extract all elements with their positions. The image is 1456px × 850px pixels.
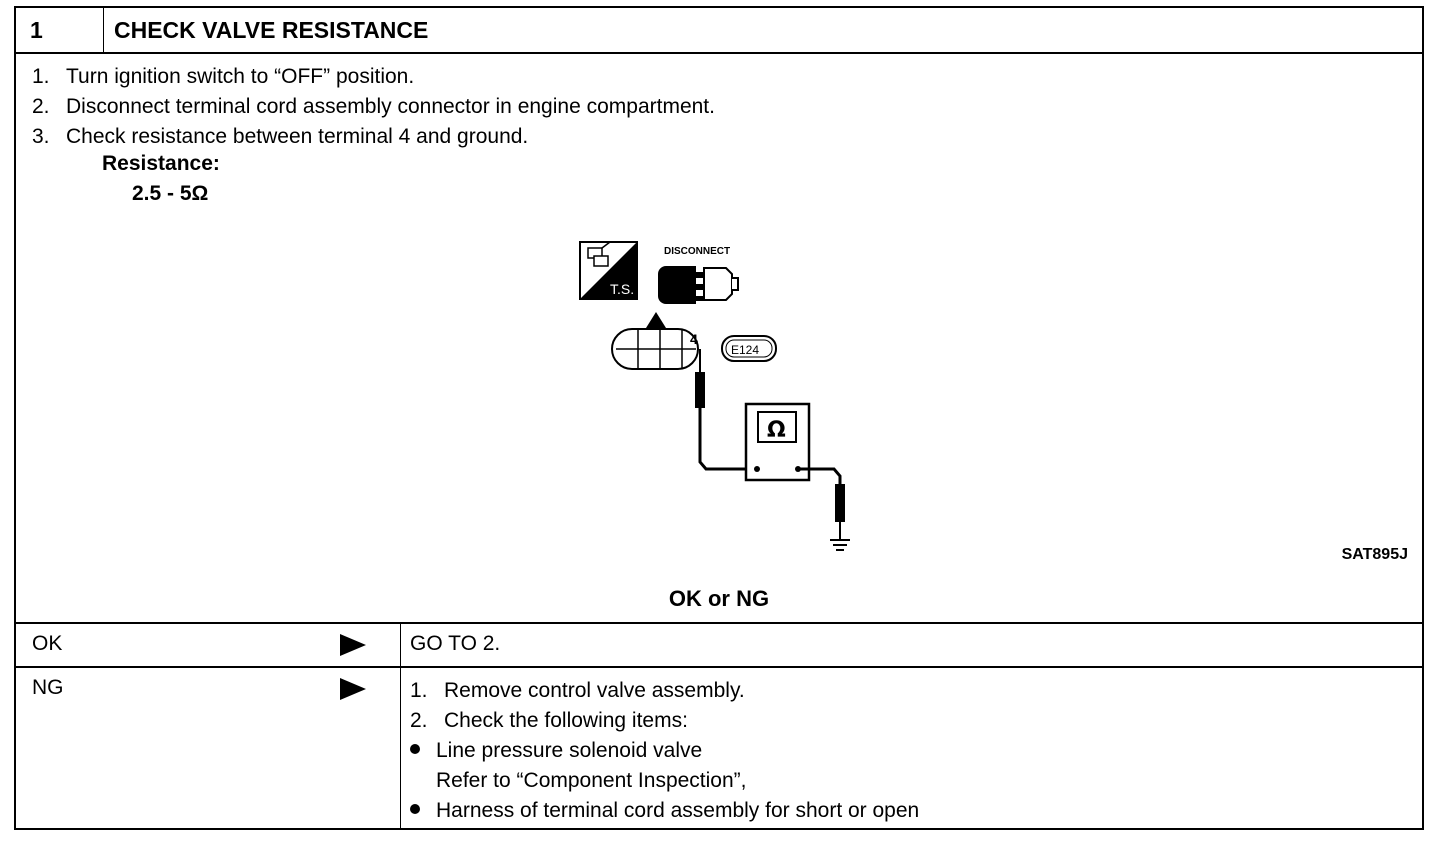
probe-lead-ground xyxy=(798,467,845,540)
row-divider xyxy=(16,666,1422,668)
bullet-icon xyxy=(410,804,420,815)
connector-pointer-icon xyxy=(646,312,666,328)
ng-action-step: 2.Check the following items: xyxy=(410,709,688,732)
resistance-spec-label: Resistance: xyxy=(102,152,220,175)
arrow-right-icon xyxy=(340,678,366,700)
svg-text:Ω: Ω xyxy=(767,418,786,443)
resistance-check-diagram: T.S. DISCONNECT 4 E124 xyxy=(579,241,850,551)
ng-actions: 1.Remove control valve assembly. 2.Check… xyxy=(410,676,919,826)
check-item-note: Refer to “Component Inspection”, xyxy=(436,769,747,792)
svg-text:E124: E124 xyxy=(731,343,759,357)
column-divider xyxy=(400,622,401,830)
ts-icon: T.S. xyxy=(579,241,638,300)
check-item: Line pressure solenoid valve xyxy=(410,736,919,766)
ohmmeter-icon: Ω xyxy=(744,402,811,482)
svg-text:4: 4 xyxy=(690,331,698,347)
procedure-step: 1.Turn ignition switch to “OFF” position… xyxy=(32,65,415,88)
check-item: Harness of terminal cord assembly for sh… xyxy=(410,796,919,826)
ng-action-step: 1.Remove control valve assembly. xyxy=(410,679,745,702)
bullet-icon xyxy=(410,744,420,755)
probe-lead-positive xyxy=(695,349,756,471)
result-label-ng: NG xyxy=(32,676,64,699)
procedure-step: 2.Disconnect terminal cord assembly conn… xyxy=(32,95,715,118)
disconnect-connector-icon xyxy=(658,266,739,304)
procedure-step: 3.Check resistance between terminal 4 an… xyxy=(32,125,529,148)
ok-action: GO TO 2. xyxy=(410,632,501,655)
resistance-spec-value: 2.5 - 5Ω xyxy=(132,182,209,205)
step-number: 1 xyxy=(16,8,104,52)
procedure-title: CHECK VALVE RESISTANCE xyxy=(114,17,429,43)
row-divider xyxy=(16,622,1422,624)
svg-text:T.S.: T.S. xyxy=(610,281,634,297)
ground-symbol-icon xyxy=(830,539,850,551)
harness-connector: 4 xyxy=(611,328,699,370)
diagnostic-procedure-sheet: 1 CHECK VALVE RESISTANCE 1.Turn ignition… xyxy=(14,6,1424,830)
disconnect-label: DISCONNECT xyxy=(664,246,730,257)
procedure-header: 1 CHECK VALVE RESISTANCE xyxy=(16,8,1422,54)
connector-id-badge: E124 xyxy=(721,335,777,362)
arrow-right-icon xyxy=(340,634,366,656)
procedure-steps: 1.Turn ignition switch to “OFF” position… xyxy=(32,62,715,152)
ok-or-ng-prompt: OK or NG xyxy=(668,586,770,611)
figure-code: SAT895J xyxy=(1341,546,1408,563)
result-label-ok: OK xyxy=(32,632,63,655)
